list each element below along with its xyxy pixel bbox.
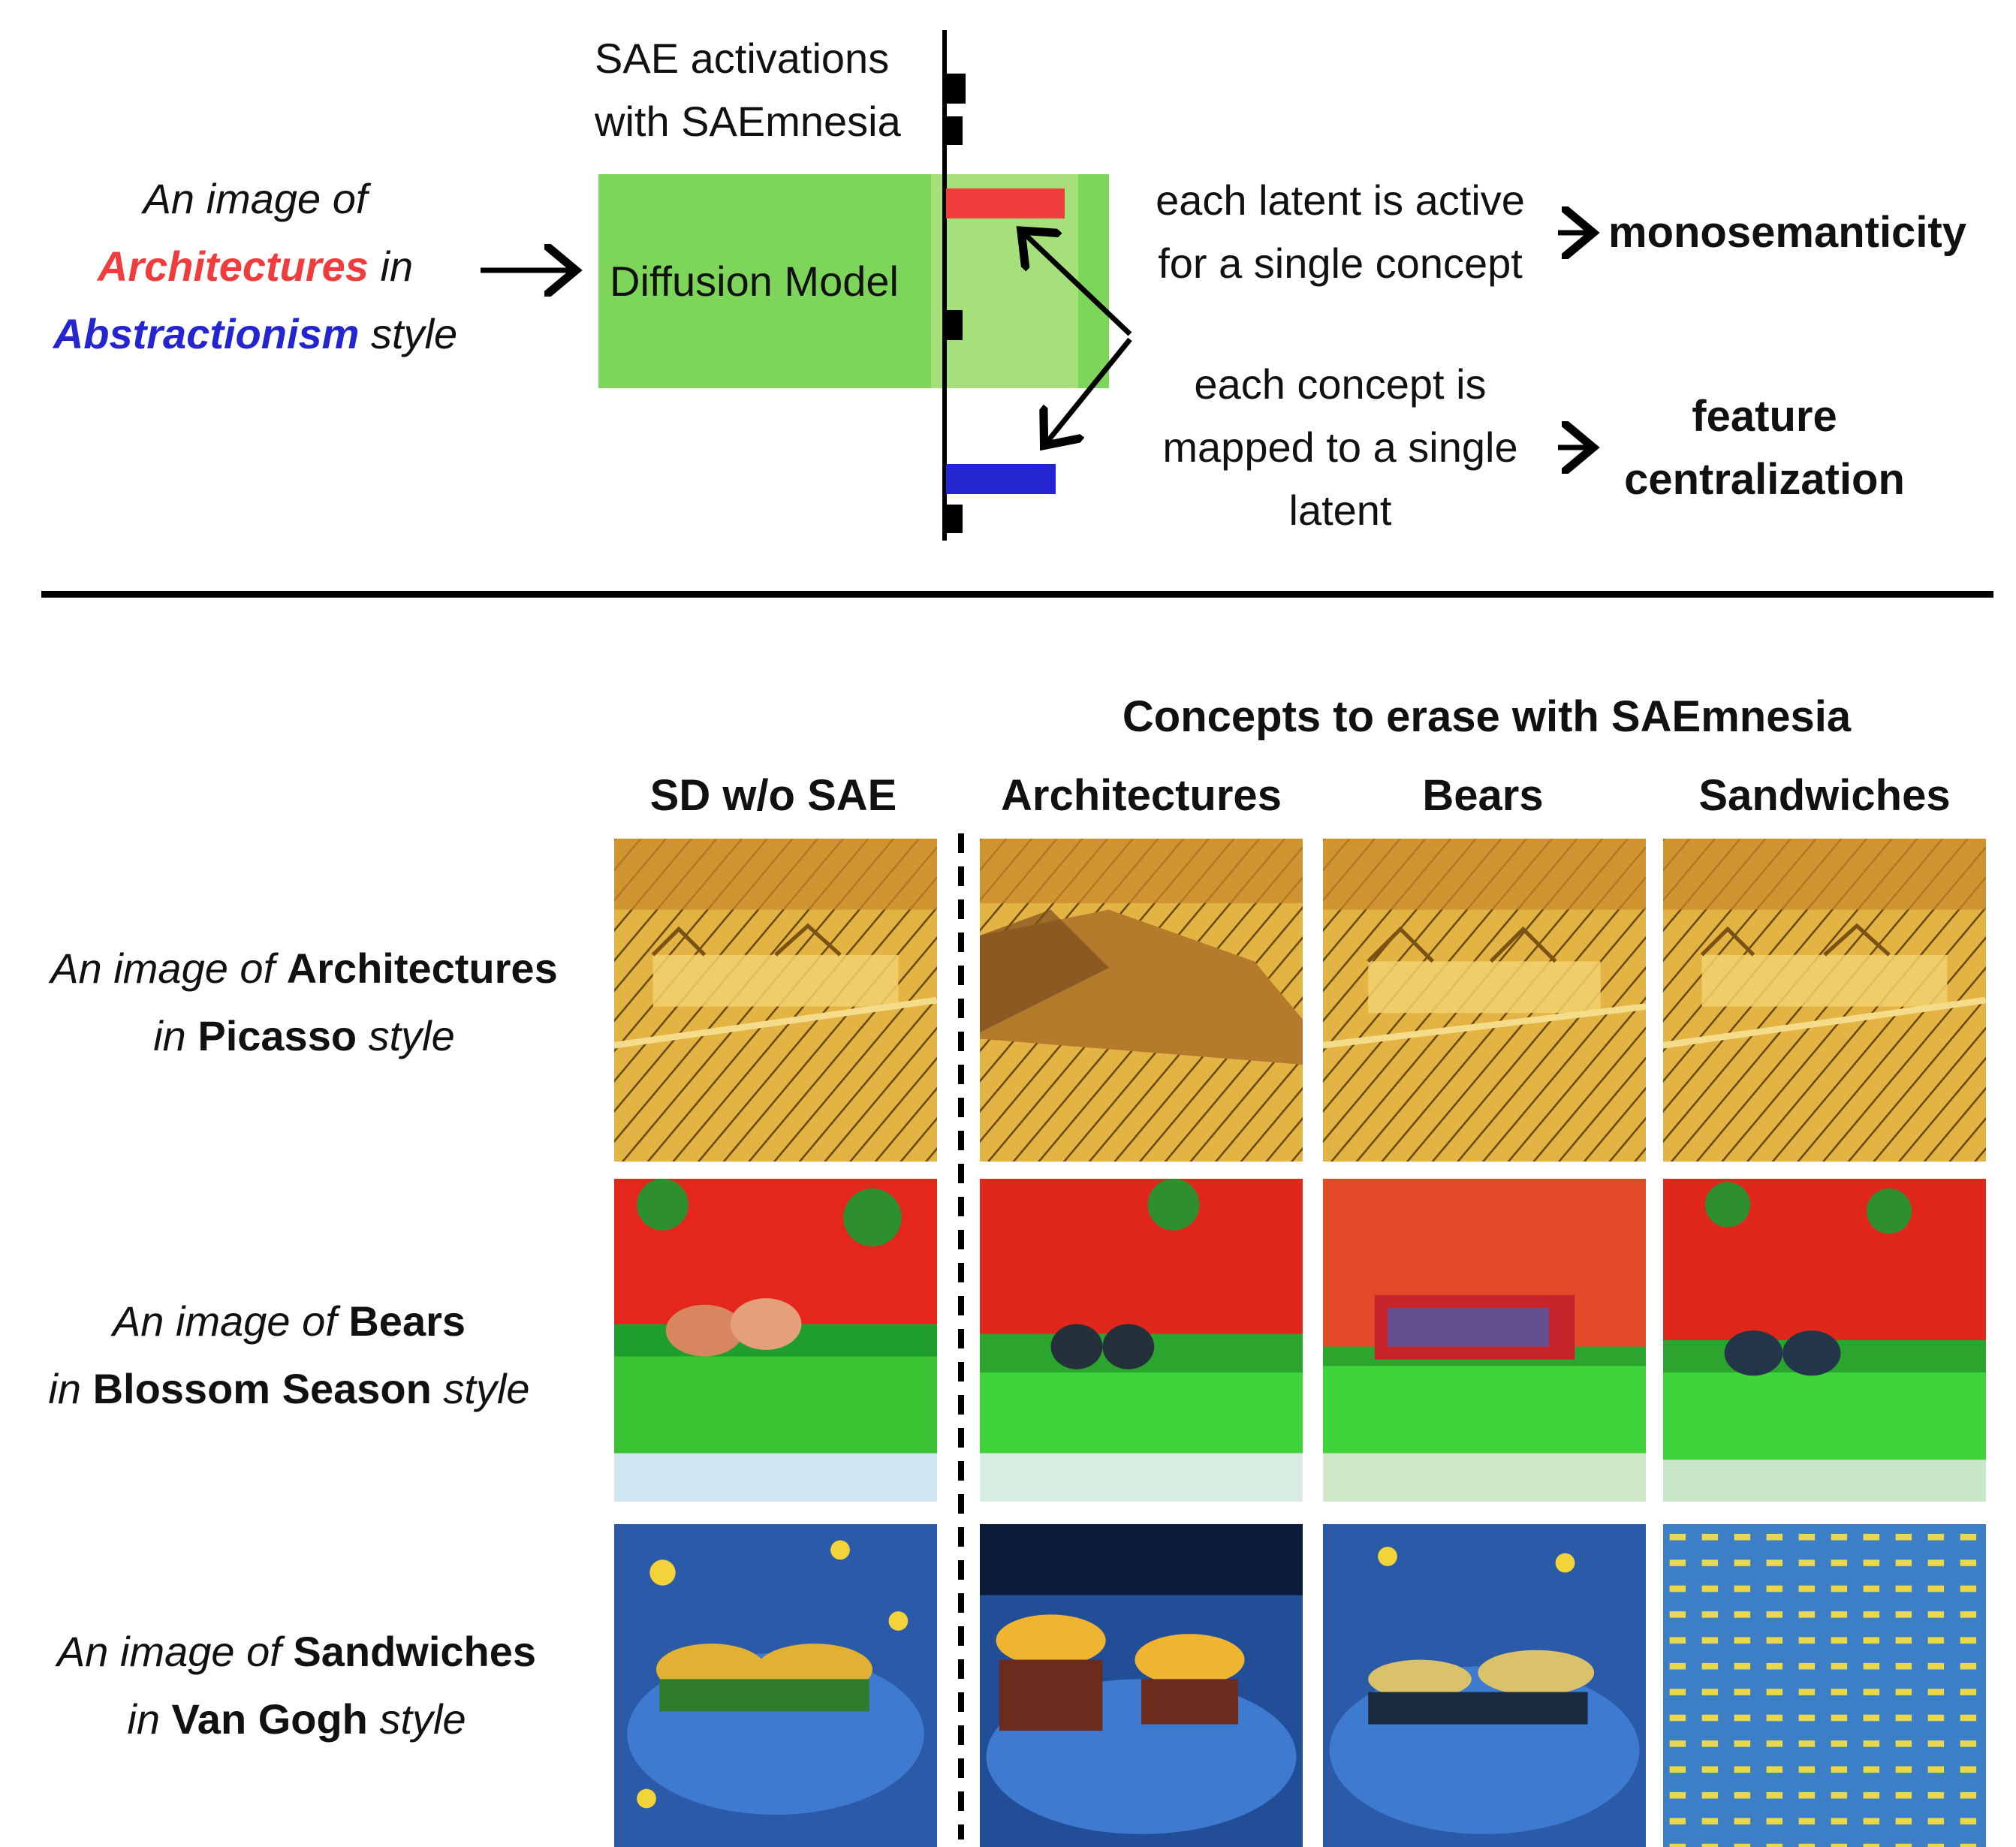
image-erase-architectures-row1 (980, 839, 1303, 1162)
mono-desc-line-1: each latent is active (1156, 176, 1525, 224)
prompt-line-1: An image of (143, 175, 368, 222)
row-1-post: style (368, 1012, 455, 1059)
row-1-in: in (153, 1012, 186, 1059)
row-label-1: An image of Architectures in Picasso sty… (15, 935, 593, 1070)
monosemanticity-description: each latent is active for a single conce… (1126, 169, 1554, 295)
diffusion-model-label: Diffusion Model (610, 258, 899, 305)
row-3-style-name: Van Gogh (171, 1695, 368, 1743)
row-1-line-2: in Picasso style (15, 1002, 593, 1070)
sae-activations-label: SAE activations with SAEmnesia (595, 27, 901, 153)
sae-label-line-1: SAE activations (595, 35, 890, 82)
row-2-concept: Bears (348, 1297, 466, 1345)
prompt-line-3: Abstractionism style (15, 300, 496, 368)
arrow-to-red (1025, 234, 1132, 336)
image-erase-bears-row2 (1323, 1179, 1646, 1502)
centralization-description: each concept is mapped to a single laten… (1126, 353, 1554, 542)
activation-bar-abstractionism (946, 464, 1056, 494)
concept-abstractionism: Abstractionism (53, 310, 360, 357)
prompt-line-2: Architectures in (15, 233, 496, 300)
centralization-result: feature centralization (1599, 385, 1930, 511)
column-header-bears: Bears (1422, 771, 1544, 820)
activation-bar (946, 116, 963, 145)
image-erase-sandwiches-row3 (1663, 1524, 1986, 1847)
central-result-line-2: centralization (1624, 455, 1905, 504)
row-3-line-1: An image of Sandwiches (8, 1618, 586, 1686)
row-2-style-name: Blossom Season (92, 1365, 432, 1412)
row-label-3: An image of Sandwiches in Van Gogh style (8, 1618, 586, 1753)
concepts-header: Concepts to erase with SAEmnesia (1122, 692, 1852, 741)
image-erase-sandwiches-row1 (1663, 839, 1986, 1162)
row-2-post: style (443, 1365, 530, 1412)
concept-architectures: Architectures (97, 243, 369, 290)
section-divider (41, 591, 1993, 598)
row-2-pre: An image of (112, 1297, 337, 1345)
row-3-in: in (127, 1695, 160, 1743)
row-1-line-1: An image of Architectures (15, 935, 593, 1002)
row-2-line-2: in Blossom Season style (0, 1355, 578, 1423)
image-sd-architectures-picasso (614, 839, 937, 1162)
image-erase-sandwiches-row2 (1663, 1179, 1986, 1502)
monosemanticity-result: monosemanticity (1608, 208, 1966, 257)
image-erase-architectures-row3 (980, 1524, 1303, 1847)
image-sd-sandwiches-vangogh (614, 1524, 937, 1847)
image-erase-bears-row1 (1323, 839, 1646, 1162)
central-desc-line-1: each concept is (1194, 360, 1487, 408)
row-2-line-1: An image of Bears (0, 1288, 578, 1355)
row-2-in: in (48, 1365, 82, 1412)
row-3-pre: An image of (56, 1628, 282, 1675)
central-desc-line-3: latent (1288, 487, 1392, 534)
prompt-text: An image of Architectures in Abstraction… (15, 165, 496, 368)
image-sd-bears-blossom (614, 1179, 937, 1502)
row-1-pre: An image of (50, 945, 276, 992)
image-erase-bears-row3 (1323, 1524, 1646, 1847)
column-header-sandwiches: Sandwiches (1698, 771, 1951, 820)
central-desc-line-2: mapped to a single (1162, 423, 1518, 471)
mono-desc-line-2: for a single concept (1158, 240, 1523, 287)
sae-label-line-2: with SAEmnesia (595, 98, 901, 145)
column-header-architectures: Architectures (1001, 771, 1282, 820)
activation-bar (946, 310, 963, 340)
prompt-style: style (371, 310, 458, 357)
top-diagram-graphics (481, 30, 2016, 541)
dashed-separator (958, 833, 964, 1839)
arrow-to-blue (1047, 337, 1132, 441)
row-1-style-name: Picasso (197, 1012, 357, 1059)
row-label-2: An image of Bears in Blossom Season styl… (0, 1288, 578, 1423)
image-erase-architectures-row2 (980, 1179, 1303, 1502)
row-3-post: style (379, 1695, 466, 1743)
row-1-concept: Architectures (286, 945, 558, 992)
prompt-in: in (380, 243, 414, 290)
activation-bar (946, 505, 963, 533)
row-3-concept: Sandwiches (293, 1628, 537, 1675)
activation-bar-architectures (946, 188, 1065, 218)
activation-bar (946, 74, 966, 104)
central-result-line-1: feature (1692, 392, 1837, 441)
row-3-line-2: in Van Gogh style (8, 1686, 586, 1753)
column-header-sd: SD w/o SAE (649, 771, 897, 820)
